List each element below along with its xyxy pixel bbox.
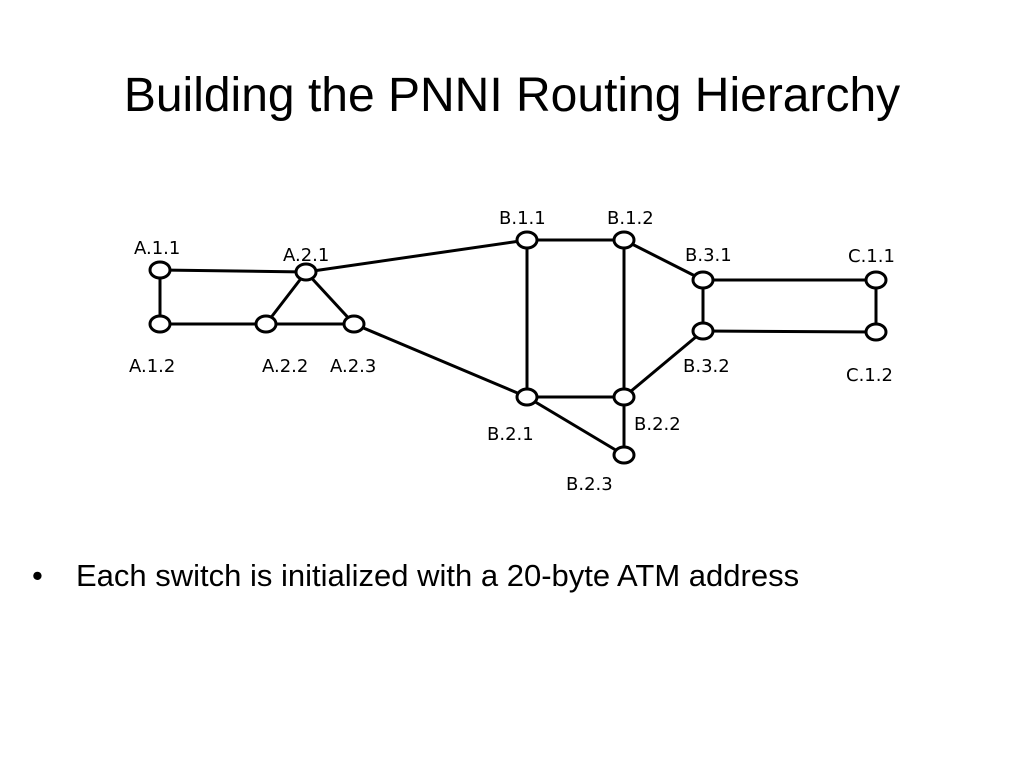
- bullet-list: • Each switch is initialized with a 20-b…: [32, 552, 799, 600]
- node-label-B.1.1: B.1.1: [499, 208, 546, 229]
- switch-node-C.1.1: [864, 270, 888, 290]
- switch-node-A.2.3: [342, 314, 366, 334]
- link-A.2.1-A.2.3: [304, 270, 356, 326]
- node-label-B.2.2: B.2.2: [634, 414, 681, 435]
- link-B.1.2-B.3.1: [623, 238, 704, 282]
- node-label-A.2.2: A.2.2: [262, 356, 308, 377]
- link-A.1.1-A.2.1: [159, 268, 307, 274]
- switch-node-B.3.2: [691, 321, 715, 341]
- node-label-B.2.3: B.2.3: [566, 474, 613, 495]
- link-A.2.1-B.1.1: [305, 238, 528, 274]
- nodes-layer: [148, 230, 888, 465]
- switch-node-B.2.2: [612, 387, 636, 407]
- node-label-A.1.1: A.1.1: [134, 238, 180, 259]
- slide-title: Building the PNNI Routing Hierarchy: [123, 69, 901, 122]
- node-label-B.1.2: B.1.2: [607, 208, 654, 229]
- links-layer: [158, 238, 878, 457]
- node-label-A.2.3: A.2.3: [330, 356, 376, 377]
- node-label-A.2.1: A.2.1: [283, 245, 329, 266]
- switch-node-B.2.1: [515, 387, 539, 407]
- switch-node-A.1.1: [148, 260, 172, 280]
- bullet-marker: •: [32, 558, 43, 593]
- switch-node-A.1.2: [148, 314, 172, 334]
- switch-node-C.1.2: [864, 322, 888, 342]
- node-label-B.3.2: B.3.2: [683, 356, 730, 377]
- link-B.2.1-B.2.3: [526, 395, 625, 457]
- node-label-B.2.1: B.2.1: [487, 424, 534, 445]
- switch-node-A.2.1: [294, 262, 318, 282]
- node-label-B.3.1: B.3.1: [685, 245, 732, 266]
- link-B.3.2-C.1.2: [702, 329, 877, 334]
- link-A.2.1-A.2.2: [264, 271, 308, 325]
- switch-node-B.2.3: [612, 445, 636, 465]
- bullet-item: • Each switch is initialized with a 20-b…: [32, 552, 799, 600]
- switch-node-B.1.1: [515, 230, 539, 250]
- switch-node-B.1.2: [612, 230, 636, 250]
- node-label-C.1.2: C.1.2: [846, 365, 893, 386]
- node-label-C.1.1: C.1.1: [848, 246, 895, 267]
- link-B.2.2-B.3.2: [623, 329, 704, 399]
- link-A.2.3-B.2.1: [353, 322, 528, 399]
- bullet-text: Each switch is initialized with a 20-byt…: [76, 558, 800, 593]
- switch-node-A.2.2: [254, 314, 278, 334]
- node-label-A.1.2: A.1.2: [129, 356, 175, 377]
- switch-node-B.3.1: [691, 270, 715, 290]
- labels-layer: A.1.1A.1.2 A.2.1A.2.2 A.2.3 B.1.1 B.1.2B.2.1…: [129, 208, 895, 495]
